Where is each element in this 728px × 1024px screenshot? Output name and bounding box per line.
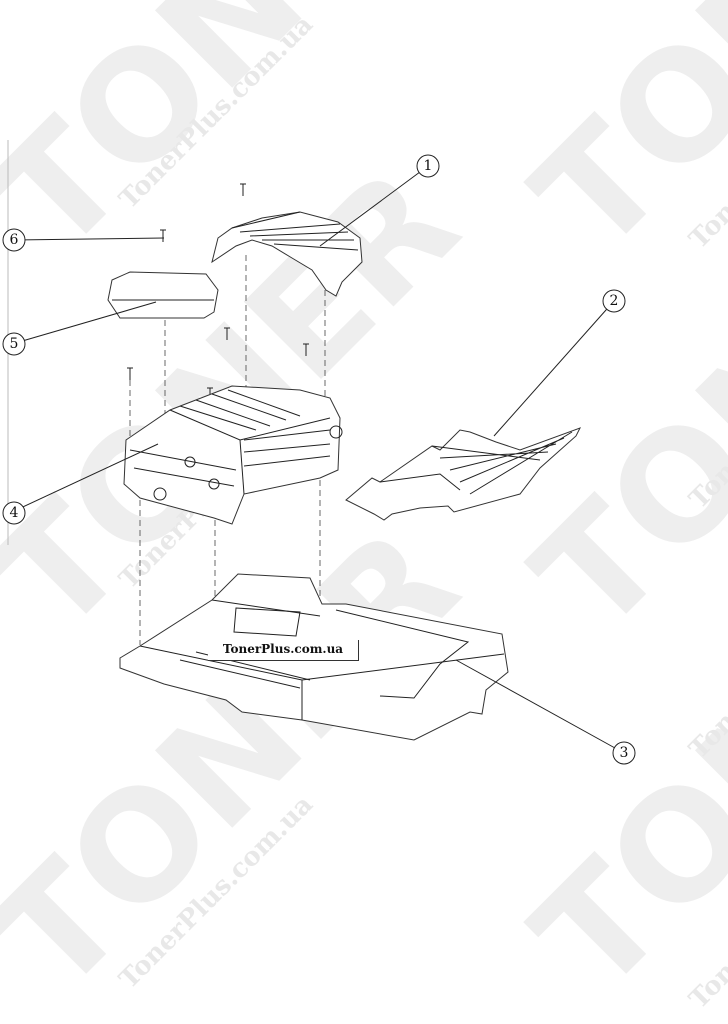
part-side-cover: [107, 271, 219, 319]
leader-line-2: [493, 300, 615, 437]
callout-number: 1: [424, 158, 433, 174]
leader-line-3: [455, 659, 625, 754]
callout-2: 2: [602, 289, 626, 313]
leader-line-5: [11, 301, 157, 345]
leader-lines: [11, 165, 625, 754]
leader-line-4: [11, 443, 159, 513]
callout-5: 5: [2, 332, 26, 356]
callout-number: 4: [10, 505, 19, 521]
site-label: TonerPlus.com.ua: [208, 640, 359, 661]
callout-3: 3: [612, 741, 636, 765]
callout-number: 6: [10, 232, 19, 248]
leader-line-1: [319, 165, 429, 247]
callout-number: 5: [10, 336, 19, 352]
callout-1: 1: [416, 154, 440, 178]
part-main-unit: [123, 385, 343, 525]
leader-line-6: [13, 237, 165, 241]
callout-number: 3: [620, 745, 629, 761]
callout-6: 6: [2, 228, 26, 252]
part-output-tray: [345, 427, 582, 521]
part-top-cover: [211, 211, 363, 297]
callout-4: 4: [2, 501, 26, 525]
callout-number: 2: [610, 293, 619, 309]
